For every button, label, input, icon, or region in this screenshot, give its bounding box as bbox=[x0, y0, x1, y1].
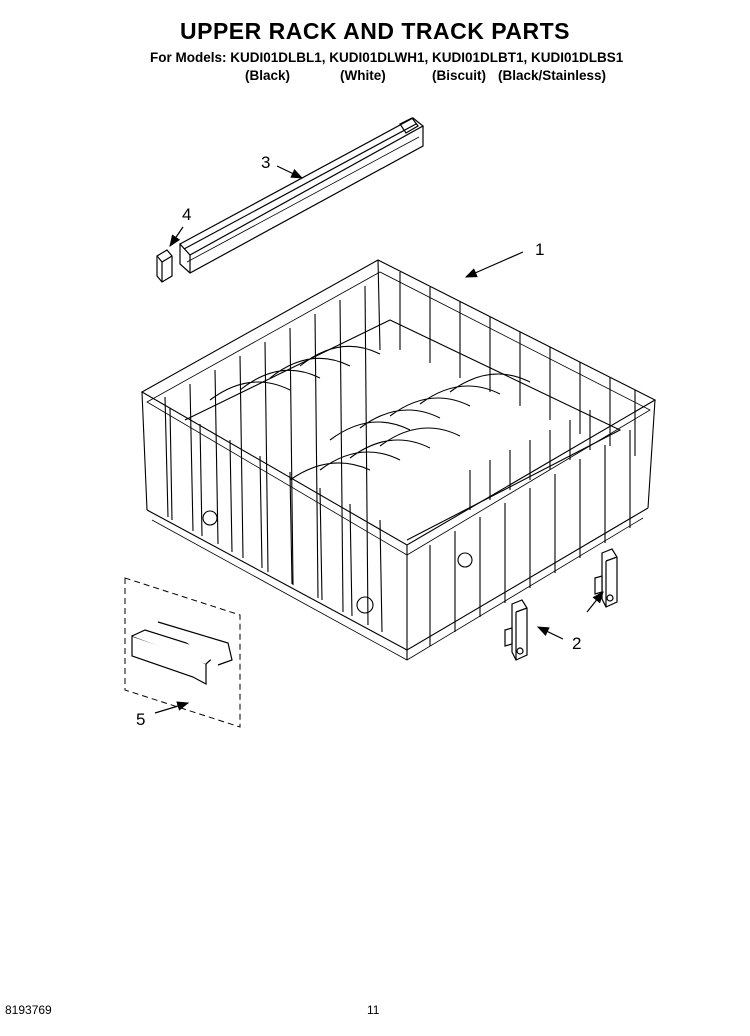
color-label-biscuit: (Biscuit) bbox=[432, 68, 486, 83]
color-label-white: (White) bbox=[340, 68, 386, 83]
rack-adjuster-front bbox=[504, 599, 528, 661]
callout-3: 3 bbox=[261, 153, 271, 172]
page-title: UPPER RACK AND TRACK PARTS bbox=[180, 18, 570, 44]
callout-1: 1 bbox=[535, 240, 545, 259]
color-label-black-stainless: (Black/Stainless) bbox=[498, 68, 607, 83]
track-end-cap bbox=[156, 249, 173, 283]
callout-2: 2 bbox=[572, 634, 582, 653]
color-label-black: (Black) bbox=[245, 68, 291, 83]
page-number: 11 bbox=[367, 1003, 380, 1017]
rack-bumper-box bbox=[124, 577, 241, 728]
callout-2-arrow-a bbox=[536, 626, 564, 640]
callout-1-arrow bbox=[464, 251, 524, 278]
track-rail bbox=[179, 117, 425, 274]
upper-rack bbox=[140, 259, 657, 661]
callout-4-arrow bbox=[169, 226, 184, 247]
callout-2-arrow-b bbox=[586, 591, 604, 613]
models-line: For Models: KUDI01DLBL1, KUDI01DLWH1, KU… bbox=[150, 50, 624, 65]
callout-5: 5 bbox=[136, 710, 146, 729]
callout-4: 4 bbox=[182, 205, 192, 224]
document-number: 8193769 bbox=[5, 1003, 52, 1017]
callout-5-arrow bbox=[154, 701, 190, 714]
callout-3-arrow bbox=[276, 165, 304, 179]
